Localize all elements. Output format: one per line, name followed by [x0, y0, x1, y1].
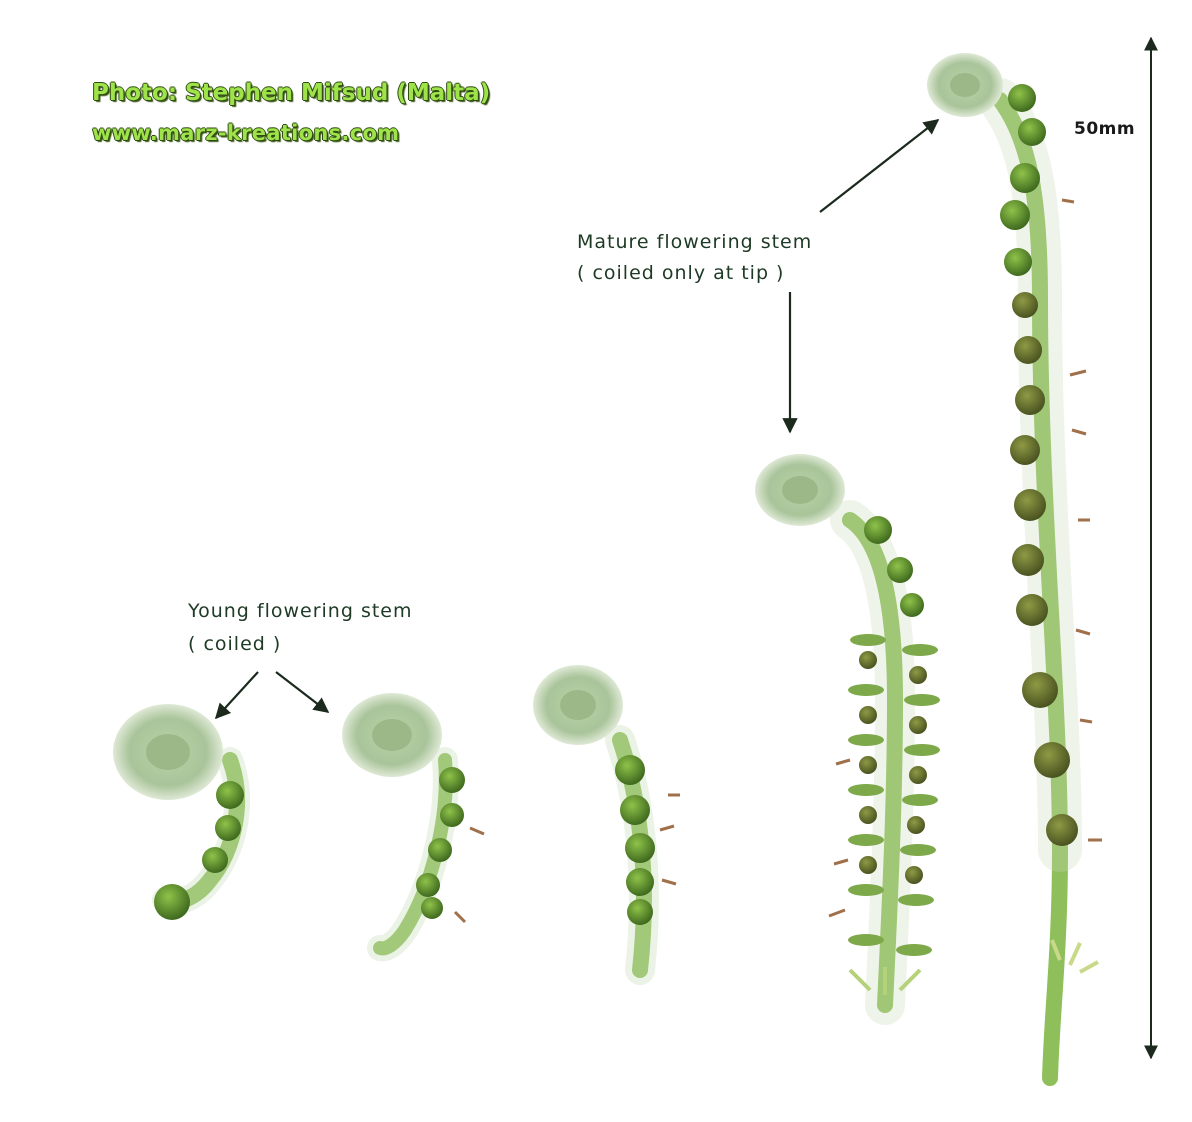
photo-credit: Photo: Stephen Mifsud (Malta): [92, 80, 491, 106]
young-stem-label: Young flowering stem: [188, 600, 413, 622]
annotation-arrows: [214, 119, 940, 720]
specimen-mature-2: [927, 53, 1102, 1086]
specimen-young-1: [113, 704, 251, 920]
arrow-to-young-1: [214, 671, 259, 720]
mature-stem-label: Mature flowering stem: [577, 231, 813, 253]
website-credit: www.marz-kreations.com: [92, 121, 400, 145]
specimen-mature-1: [755, 454, 940, 1025]
scale-bar-label: 50mm: [1074, 119, 1136, 139]
arrow-to-mature-tip-long: [819, 119, 940, 213]
mature-stem-sublabel: ( coiled only at tip ): [577, 262, 785, 284]
arrow-to-young-2: [275, 671, 330, 713]
specimen-young-3: [533, 665, 680, 985]
young-stem-sublabel: ( coiled ): [188, 633, 282, 655]
specimen-young-2: [342, 693, 485, 962]
